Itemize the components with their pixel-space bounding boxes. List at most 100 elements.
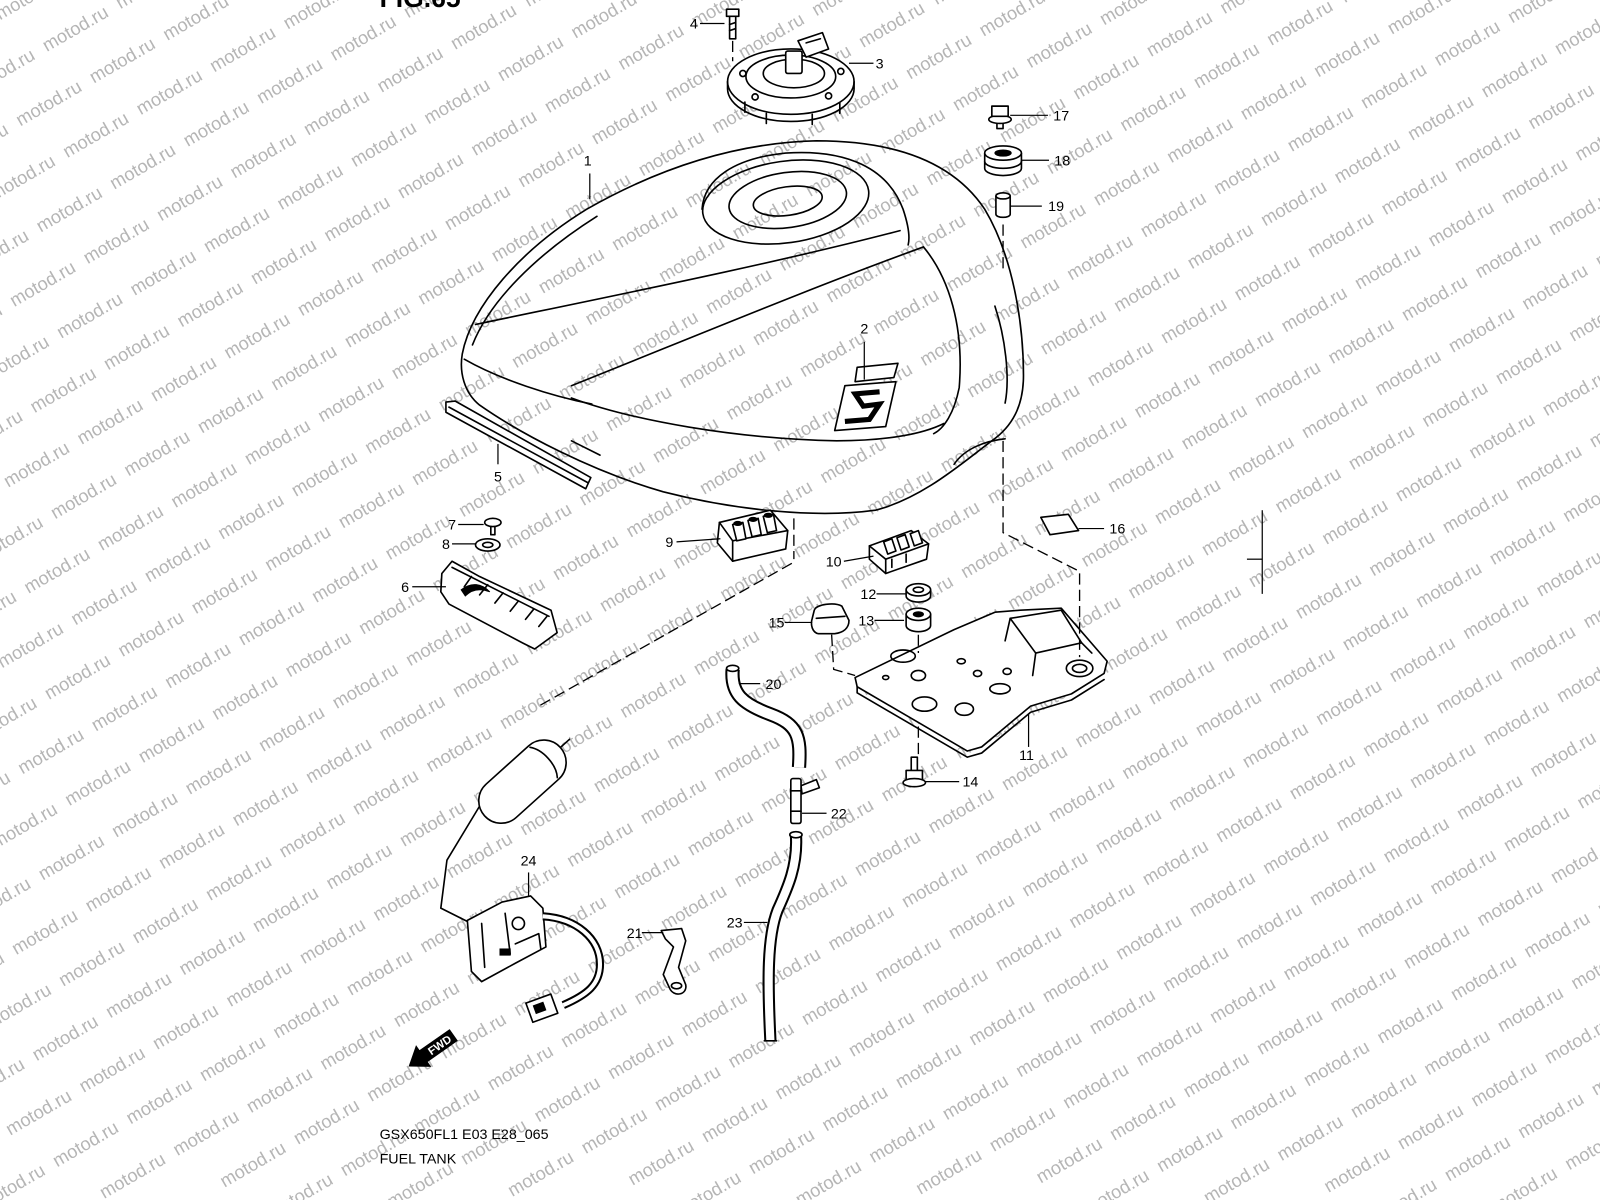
callout-20: 20 — [766, 677, 782, 693]
watermark-text: motod.ru — [802, 146, 875, 200]
watermark-text: motod.ru — [1400, 918, 1473, 972]
watermark-text: motod.ru — [769, 401, 842, 455]
callout-19: 19 — [1048, 199, 1064, 215]
watermark-text: motod.ru — [0, 437, 73, 491]
watermark-text: motod.ru — [1216, 0, 1289, 18]
watermark-text: motod.ru — [1232, 898, 1305, 952]
watermark-text: motod.ru — [965, 995, 1038, 1049]
watermark-text: motod.ru — [0, 511, 46, 565]
watermark-text: motod.ru — [1551, 4, 1600, 58]
watermark-text: motod.ru — [745, 1124, 818, 1178]
watermark-text: motod.ru — [249, 882, 322, 936]
watermark-text: motod.ru — [100, 319, 173, 373]
watermark-text: motod.ru — [1430, 15, 1503, 69]
watermark-text: motod.ru — [1312, 675, 1385, 729]
watermark-text: motod.ru — [1165, 760, 1238, 814]
tank-front-lip — [570, 440, 601, 456]
watermark-text: motod.ru — [226, 128, 299, 182]
rubber-cushion — [440, 560, 558, 650]
watermark-text: motod.ru — [1477, 47, 1550, 101]
watermark-text: motod.ru — [912, 1144, 985, 1198]
watermark-text: motod.ru — [414, 254, 487, 308]
watermark-text: motod.ru — [20, 543, 93, 597]
watermark-text: motod.ru — [751, 943, 824, 997]
watermark-text: motod.ru — [0, 0, 65, 24]
callout-17: 17 — [1053, 108, 1069, 124]
watermark-text: motod.ru — [1418, 377, 1491, 431]
watermark-text: motod.ru — [187, 563, 260, 617]
watermark-text: motod.ru — [1404, 90, 1477, 144]
watermark-text: motod.ru — [1545, 185, 1600, 239]
watermark-text: motod.ru — [375, 690, 448, 744]
watermark-text: motod.ru — [675, 338, 748, 392]
watermark-text: motod.ru — [1524, 79, 1597, 133]
watermark-text: motod.ru — [102, 967, 175, 1021]
watermark-text: motod.ru — [1091, 803, 1164, 857]
watermark-text: motod.ru — [1304, 207, 1377, 261]
tank-stripe-lower — [570, 246, 925, 387]
watermark-text: motod.ru — [216, 1137, 289, 1191]
watermark-text: motod.ru — [1018, 846, 1091, 900]
watermark-text: motod.ru — [702, 263, 775, 317]
watermark-text: motod.ru — [1245, 537, 1318, 591]
watermark-text: motod.ru — [275, 807, 348, 861]
fuel-tank — [460, 140, 1025, 515]
assembly-line — [1002, 440, 1081, 658]
watermark-text: motod.ru — [975, 0, 1048, 40]
watermark-text: motod.ru — [394, 148, 467, 202]
watermark-text: motod.ru — [194, 383, 267, 437]
watermark-text: motod.ru — [849, 178, 922, 232]
watermark-text: motod.ru — [420, 74, 493, 128]
watermark-text: motod.ru — [1265, 643, 1338, 697]
key-icon — [784, 31, 830, 75]
watermark-text: motod.ru — [508, 317, 581, 371]
watermark-text: motod.ru — [106, 139, 179, 193]
watermark-text: motod.ru — [1163, 112, 1236, 166]
watermark-text: motod.ru — [1465, 408, 1538, 462]
watermark-text: motod.ru — [636, 774, 709, 828]
watermark-text: motod.ru — [1385, 632, 1458, 686]
tank-outline — [460, 140, 1025, 515]
watermark-text: motod.ru — [347, 116, 420, 170]
watermark-text: motod.ru — [1230, 250, 1303, 304]
watermark-text: motod.ru — [128, 893, 201, 947]
watermark-text: motod.ru — [1036, 304, 1109, 358]
watermark-text: motod.ru — [1177, 399, 1250, 453]
watermark-text: motod.ru — [1520, 907, 1593, 961]
watermark-text: motod.ru — [1332, 781, 1405, 835]
watermark-text: motod.ru — [1567, 939, 1600, 993]
watermark-text: motod.ru — [132, 64, 205, 118]
watermark-text: motod.ru — [577, 1103, 650, 1157]
watermark-text: motod.ru — [1420, 1025, 1493, 1079]
watermark-text: motod.ru — [1159, 941, 1232, 995]
watermark-text: motod.ru — [153, 170, 226, 224]
watermark-text: motod.ru — [175, 925, 248, 979]
watermark-text: motod.ru — [549, 530, 622, 584]
watermark-text: motod.ru — [85, 33, 158, 87]
watermark-text: motod.ru — [581, 275, 654, 329]
watermark-text: motod.ru — [1306, 855, 1379, 909]
callout-21: 21 — [627, 926, 643, 942]
watermark-text: motod.ru — [898, 857, 971, 911]
watermark-text: motod.ru — [824, 900, 897, 954]
watermark-text: motod.ru — [1412, 557, 1485, 611]
watermark-text: motod.ru — [267, 340, 340, 394]
tank-seal-strip — [445, 400, 592, 490]
watermark-text: motod.ru — [983, 453, 1056, 507]
watermark-text: motod.ru — [634, 126, 707, 180]
watermark-text: motod.ru — [1106, 1090, 1179, 1144]
cap-bolt — [725, 8, 740, 40]
watermark-text: motod.ru — [134, 712, 207, 766]
watermark-text: motod.ru — [0, 331, 53, 385]
watermark-text: motod.ru — [1043, 124, 1116, 178]
watermark-text: motod.ru — [1479, 695, 1552, 749]
watermark-text: motod.ru — [1183, 218, 1256, 272]
watermark-text: motod.ru — [622, 487, 695, 541]
callout-16: 16 — [1109, 522, 1125, 538]
watermark-text: motod.ru — [1514, 1088, 1587, 1142]
diagram-code: GSX650FL1 E03 E28_065 — [380, 1127, 549, 1143]
watermark-text: motod.ru — [1059, 1058, 1132, 1112]
watermark-text: motod.ru — [0, 947, 8, 1001]
watermark-text: motod.ru — [1300, 1036, 1373, 1090]
watermark-text: motod.ru — [722, 369, 795, 423]
